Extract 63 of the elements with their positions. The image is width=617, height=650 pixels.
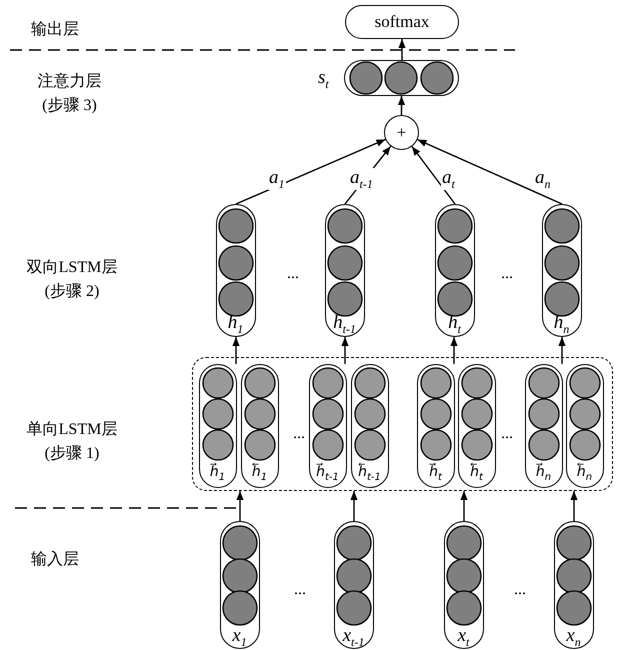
vector-capsule <box>334 521 374 649</box>
vector-label: x$_{t-1}$ <box>342 626 364 648</box>
arrow <box>236 491 244 521</box>
vector-label: h⃗$_{n}$ <box>536 465 552 483</box>
ellipsis: 输出层 <box>30 20 80 40</box>
arrow <box>417 138 562 205</box>
vector-capsule <box>566 364 604 488</box>
edge-label: a$_{t-1}$ <box>349 168 374 190</box>
ellipsis: 输入层 <box>30 550 80 570</box>
arrow <box>236 138 386 205</box>
vector-capsule <box>325 204 365 337</box>
vector-label: h⃗$_{t}$ <box>429 465 442 483</box>
ellipsis: ... <box>500 264 514 284</box>
ellipsis: ... <box>500 424 514 444</box>
ellipsis: ... <box>286 264 300 284</box>
arrow <box>570 491 578 521</box>
vector-label: h$_{n}$ <box>554 313 570 335</box>
vector-label: s$_{t}$ <box>318 68 329 90</box>
vector-label: x$_{n}$ <box>566 626 581 648</box>
vector-label: h⃖$_{t-1}$ <box>358 465 381 483</box>
arrow <box>450 337 458 364</box>
vector-label: x$_{1}$ <box>232 626 247 648</box>
vector-label: h⃗$_{t-1}$ <box>316 465 339 483</box>
vector-label: h⃖$_{1}$ <box>252 465 268 483</box>
vector-capsule <box>309 364 347 488</box>
ellipsis: ... <box>292 424 306 444</box>
vector-label: h$_{1}$ <box>228 313 244 335</box>
vector-capsule <box>554 521 594 649</box>
group-box <box>192 357 613 491</box>
vector-label: x$_{t}$ <box>458 626 470 648</box>
arrow <box>460 491 468 521</box>
plus-sign: + <box>396 124 406 141</box>
vector-capsule <box>417 364 455 488</box>
layer-label: 单向LSTM层 (步骤 1) <box>26 420 118 464</box>
arrow <box>398 39 406 60</box>
vector-label: h⃗$_{1}$ <box>210 465 226 483</box>
arrow <box>411 146 456 204</box>
vector-capsule <box>220 521 260 649</box>
ellipsis: ... <box>293 580 307 600</box>
vector-label: h⃖$_{n}$ <box>576 465 592 483</box>
vector-capsule <box>199 364 237 488</box>
layer-label: 注意力层 (步骤 3) <box>36 72 102 116</box>
vector-capsule <box>525 364 563 488</box>
arrow <box>398 96 406 115</box>
vector-capsule <box>444 521 484 649</box>
vector-capsule <box>542 204 582 337</box>
arrow <box>558 337 566 364</box>
arrow <box>350 491 358 521</box>
vector-capsule <box>216 204 256 337</box>
arrow <box>232 337 240 364</box>
sum-node <box>384 115 419 150</box>
vector-capsule <box>435 204 475 337</box>
node-label: softmax <box>374 13 430 30</box>
vector-label: h$_{t-1}$ <box>333 313 356 335</box>
vector-capsule <box>241 364 279 488</box>
layer-label: 双向LSTM层 (步骤 2) <box>26 258 118 302</box>
vector-capsule <box>458 364 496 488</box>
ellipsis: ... <box>513 580 527 600</box>
arrow <box>341 337 349 364</box>
vector-label: h⃖$_{t}$ <box>470 465 483 483</box>
vector-capsule <box>351 364 389 488</box>
vector-label: h$_{t}$ <box>448 313 461 335</box>
output-box <box>345 5 459 39</box>
